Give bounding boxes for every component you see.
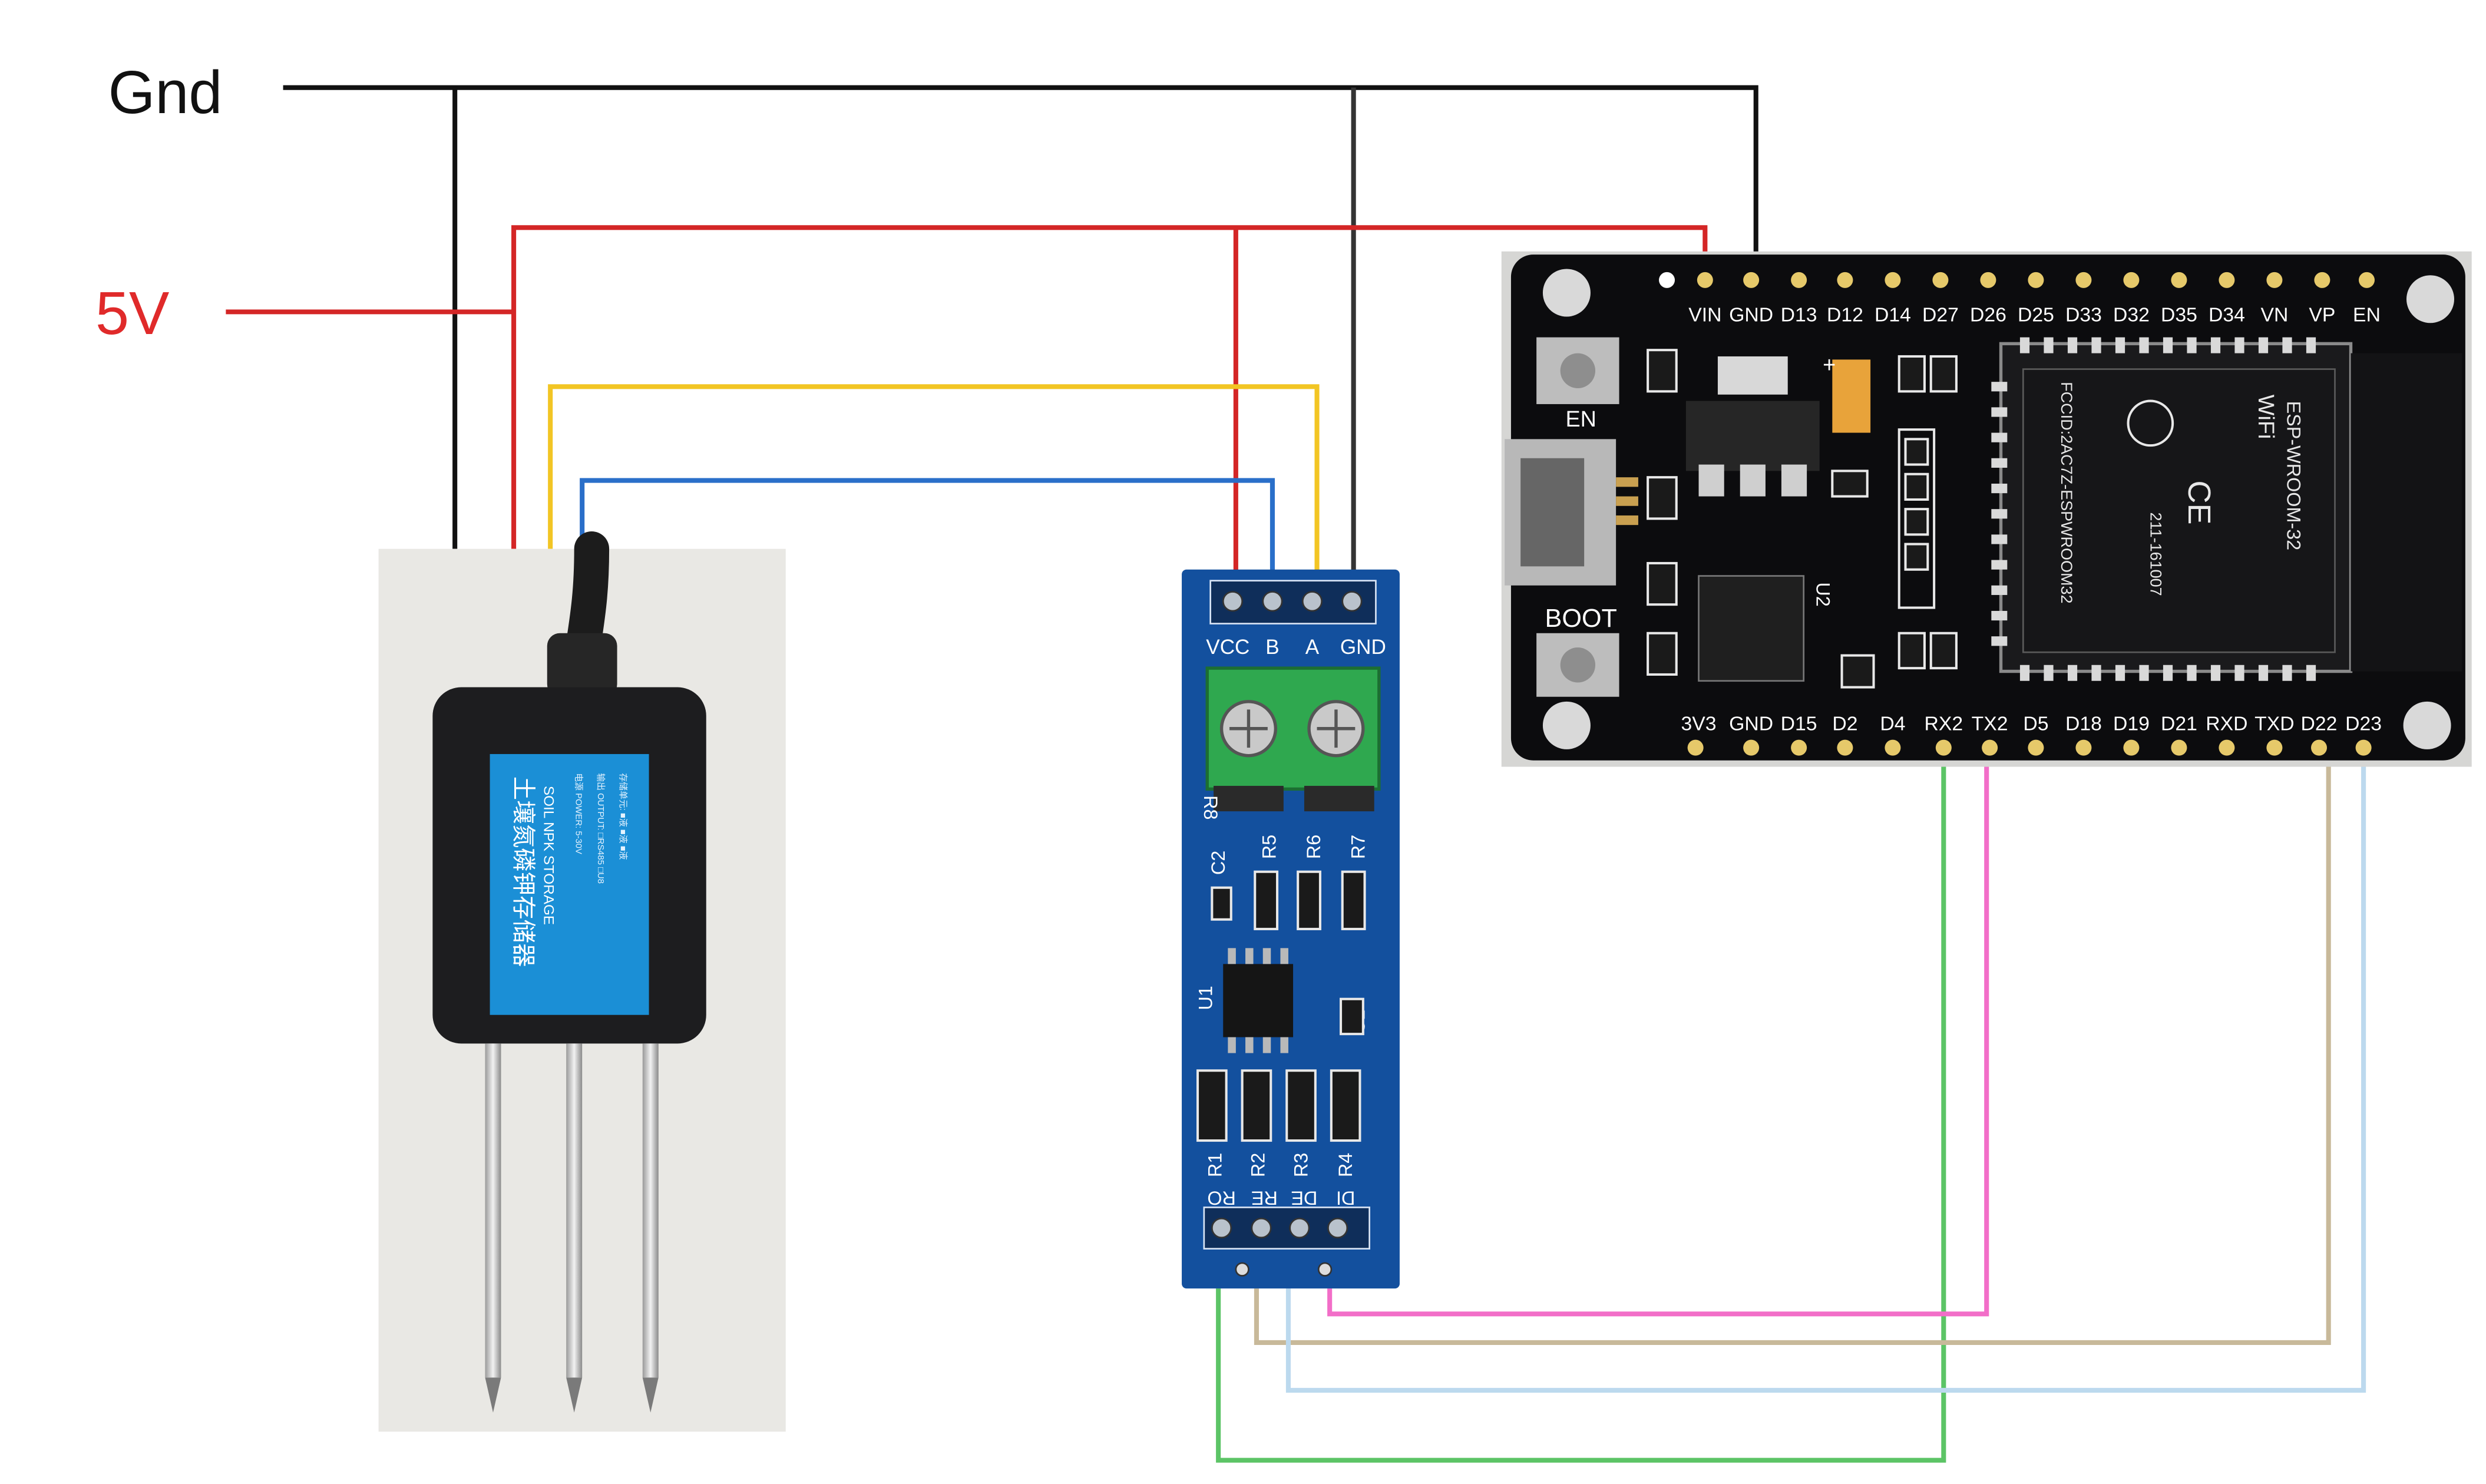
- de-to-d23-wire: [1285, 751, 2366, 1393]
- esp32-smd-components: [1647, 349, 1958, 689]
- sensor-a-wire: [548, 384, 1320, 586]
- wroom-cert-mark: [2127, 399, 2174, 447]
- ro-to-rx2-wire: [1216, 766, 1946, 1463]
- sensor-title-en: SOIL NPK STORAGE: [540, 786, 556, 925]
- esp32-pin-d34: D34: [2209, 304, 2245, 326]
- esp32-tantalum-capacitor: [1832, 359, 1871, 433]
- esp32-pin-d25: D25: [2018, 304, 2054, 326]
- esp32-pin-d21: D21: [2161, 712, 2197, 735]
- esp-wroom-module: FCCID:2AC7Z-ESPWROOM32 211-161007 CE WiF…: [1991, 337, 2462, 681]
- sensor-spec-output: 输出 OUTPUT: □RS485 □U8: [596, 773, 606, 884]
- esp32-pin-d14: D14: [1875, 304, 1911, 326]
- esp32-pin-d23: D23: [2345, 712, 2382, 735]
- esp32-pin-d13: D13: [1781, 304, 1817, 326]
- esp32-pin-tx2: TX2: [1972, 712, 2008, 735]
- esp32-pin-d27: D27: [1922, 304, 1959, 326]
- esp32-pin-d26: D26: [1970, 304, 2006, 326]
- wroom-model-text: ESP-WROOM-32: [2283, 401, 2305, 551]
- esp32-pin-rx2: RX2: [1925, 712, 1963, 735]
- esp32-pin-vp: VP: [2309, 304, 2335, 326]
- esp32-pin-en: EN: [2353, 304, 2381, 326]
- esp32-pin-d5: D5: [2023, 712, 2048, 735]
- soil-npk-sensor: 土壤氮磷钾存储器 SOIL NPK STORAGE 电源 POWER: 5-30…: [378, 531, 786, 1432]
- wroom-ce-text: CE: [2181, 481, 2217, 525]
- esp32-pin-d18: D18: [2065, 712, 2102, 735]
- esp32-pin-vin: VIN: [1688, 304, 1721, 326]
- esp32-boot-button: [1536, 633, 1619, 697]
- esp32-boot-label: BOOT: [1545, 604, 1617, 633]
- cable-gland: [547, 633, 617, 697]
- esp32-pin-d4: D4: [1880, 712, 1905, 735]
- sensor-label-panel: [490, 753, 649, 1015]
- rs485-pin-gnd: GND: [1340, 636, 1386, 659]
- rs485-transceiver-chip: [1223, 948, 1294, 1053]
- rs485-top-pin-dots: [1222, 591, 1363, 612]
- wroom-fcc-text: FCCID:2AC7Z-ESPWROOM32: [2058, 382, 2075, 603]
- esp32-pin-3v3: 3V3: [1681, 712, 1717, 735]
- rs485-label-r2: R2: [1247, 1153, 1268, 1177]
- rs485-label-r3: R3: [1290, 1153, 1311, 1177]
- esp32-board: VIN GND D13 D12 D14 D27 D26 D25 D33 D32 …: [1501, 251, 2472, 767]
- sensor-title-cn: 土壤氮磷钾存储器: [510, 776, 537, 967]
- esp32-pin-txd: TXD: [2254, 712, 2294, 735]
- esp32-pin-gnd-bottom: GND: [1729, 712, 1773, 735]
- rs485-pin-di: DI: [1336, 1187, 1355, 1208]
- di-to-tx2-wire: [1327, 766, 1989, 1317]
- esp32-pin-vn: VN: [2260, 304, 2288, 326]
- rs485-label-r4: R4: [1335, 1153, 1356, 1177]
- rs485-bottom-pin-dots: [1211, 1217, 1348, 1277]
- esp32-plus-label: +: [1823, 353, 1836, 378]
- esp32-u2-label: U2: [1812, 582, 1833, 606]
- esp32-pin-d2: D2: [1832, 712, 1857, 735]
- esp32-pin-d35: D35: [2161, 304, 2197, 326]
- esp32-bottom-header: [1687, 739, 2372, 756]
- rs485-pin-re: RE: [1251, 1187, 1278, 1208]
- rs485-pin-vcc: VCC: [1206, 636, 1249, 659]
- gnd-rail-wire: [283, 85, 1758, 255]
- rs485-label-r6: R6: [1303, 835, 1324, 859]
- rs485-label-r5: R5: [1258, 835, 1280, 859]
- rs485-label-r1: R1: [1205, 1153, 1226, 1177]
- rs485-pin-a: A: [1305, 636, 1320, 659]
- esp32-pin-d33: D33: [2065, 304, 2102, 326]
- gnd-rail-label: Gnd: [108, 58, 223, 126]
- esp32-pin-gnd-top: GND: [1729, 304, 1773, 326]
- sensor-spec-power: 电源 POWER: 5-30V: [573, 773, 583, 854]
- v5-to-esp-wire: [511, 225, 1708, 549]
- rs485-pin-ro: RO: [1207, 1187, 1236, 1208]
- esp32-mounting-holes: [1542, 269, 2455, 749]
- esp32-usb-uart-chip: [1698, 575, 1805, 682]
- rs485-terminal-block: [1205, 666, 1381, 812]
- rs485-pin-de: DE: [1291, 1187, 1317, 1208]
- rs485-module: VCC B A GND R8 R5 R6 R7 C2 U1 C1 R1 R2 R…: [1182, 569, 1400, 1289]
- wroom-id-text: 211-161007: [2147, 513, 2164, 596]
- re-to-d22-wire: [1254, 751, 2331, 1345]
- sensor-probes: [485, 1043, 659, 1413]
- rs485-label-r8: R8: [1200, 795, 1221, 819]
- esp32-pin-d22: D22: [2301, 712, 2338, 735]
- rs485-smd-components: [1196, 870, 1366, 1142]
- rs485-pin-b: B: [1265, 636, 1279, 659]
- rs485-label-r7: R7: [1348, 835, 1369, 859]
- esp32-usb-port: [1505, 439, 1638, 586]
- esp32-pin-d15: D15: [1781, 712, 1817, 735]
- esp32-pin-d12: D12: [1827, 304, 1863, 326]
- esp32-en-label: EN: [1565, 407, 1596, 432]
- esp32-top-header: [1659, 272, 2375, 288]
- esp32-en-button: [1536, 337, 1619, 404]
- wroom-wifi-text: WiFi: [2253, 395, 2278, 439]
- esp32-voltage-regulator: [1685, 356, 1820, 497]
- v5-rail-label: 5V: [95, 279, 169, 347]
- rs485-label-c2: C2: [1208, 851, 1229, 875]
- rs485-label-u1: U1: [1195, 986, 1216, 1010]
- esp32-pin-rxd: RXD: [2206, 712, 2247, 735]
- sensor-b-wire: [580, 478, 1275, 586]
- esp32-pin-d19: D19: [2113, 712, 2150, 735]
- sensor-spec-cn: 存储单元: ■液 ■液 ■液: [618, 773, 628, 860]
- esp32-pin-d32: D32: [2113, 304, 2150, 326]
